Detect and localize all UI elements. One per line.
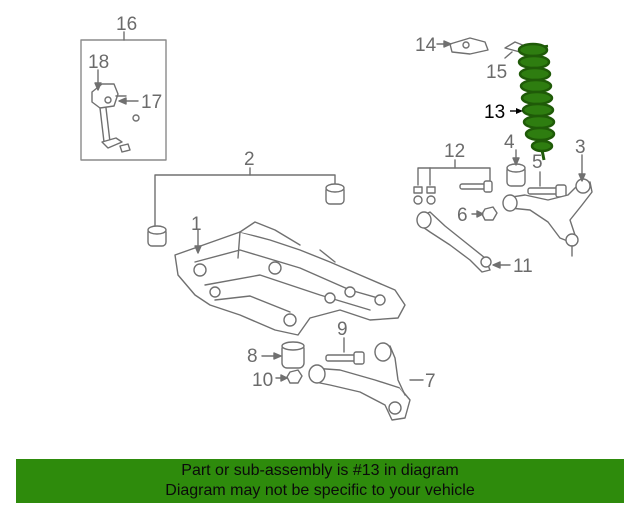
upper-mount-part-14 <box>449 37 489 55</box>
bushing-part-4 <box>506 163 526 187</box>
callout-11: 11 <box>513 256 533 277</box>
bushing-part-8 <box>281 341 305 369</box>
callout-6: 6 <box>457 205 468 226</box>
height-sensor-part <box>91 83 140 153</box>
callout-4: 4 <box>504 132 515 153</box>
nut-part-6 <box>481 206 498 221</box>
callout-15: 15 <box>486 62 507 83</box>
bushing-part-2 <box>147 183 345 247</box>
callout-5: 5 <box>532 152 543 173</box>
callout-12: 12 <box>444 141 465 162</box>
callout-9: 9 <box>337 319 348 340</box>
callout-10: 10 <box>252 370 273 391</box>
banner-line-1: Part or sub-assembly is #13 in diagram <box>181 462 459 479</box>
control-arm-part-3 <box>502 178 593 257</box>
callout-13: 13 <box>484 102 505 123</box>
callout-7: 7 <box>425 371 436 392</box>
callout-17: 17 <box>141 92 162 113</box>
banner-line-2: Diagram may not be specific to your vehi… <box>165 482 475 499</box>
callout-1: 1 <box>191 214 202 235</box>
callout-3: 3 <box>575 137 586 158</box>
bolt-part-9 <box>325 351 365 365</box>
callout-8: 8 <box>247 346 258 367</box>
crossmember-part-1 <box>174 221 406 336</box>
callout-18: 18 <box>88 52 109 73</box>
control-arm-part-11 <box>416 211 492 273</box>
nut-part-10 <box>286 369 303 384</box>
coil-spring-part-13 <box>517 42 556 161</box>
callout-16: 16 <box>116 14 137 35</box>
parts-diagram: 1 2 3 4 5 6 7 8 9 10 11 12 13 14 15 16 1… <box>80 14 593 421</box>
callout-14: 14 <box>415 35 437 56</box>
part-info-banner: Part or sub-assembly is #13 in diagram D… <box>16 459 624 503</box>
bolt-part-5 <box>527 184 567 198</box>
callout-2: 2 <box>244 149 255 170</box>
control-arm-part-7 <box>308 342 411 421</box>
bolt-part-12 <box>413 180 493 205</box>
